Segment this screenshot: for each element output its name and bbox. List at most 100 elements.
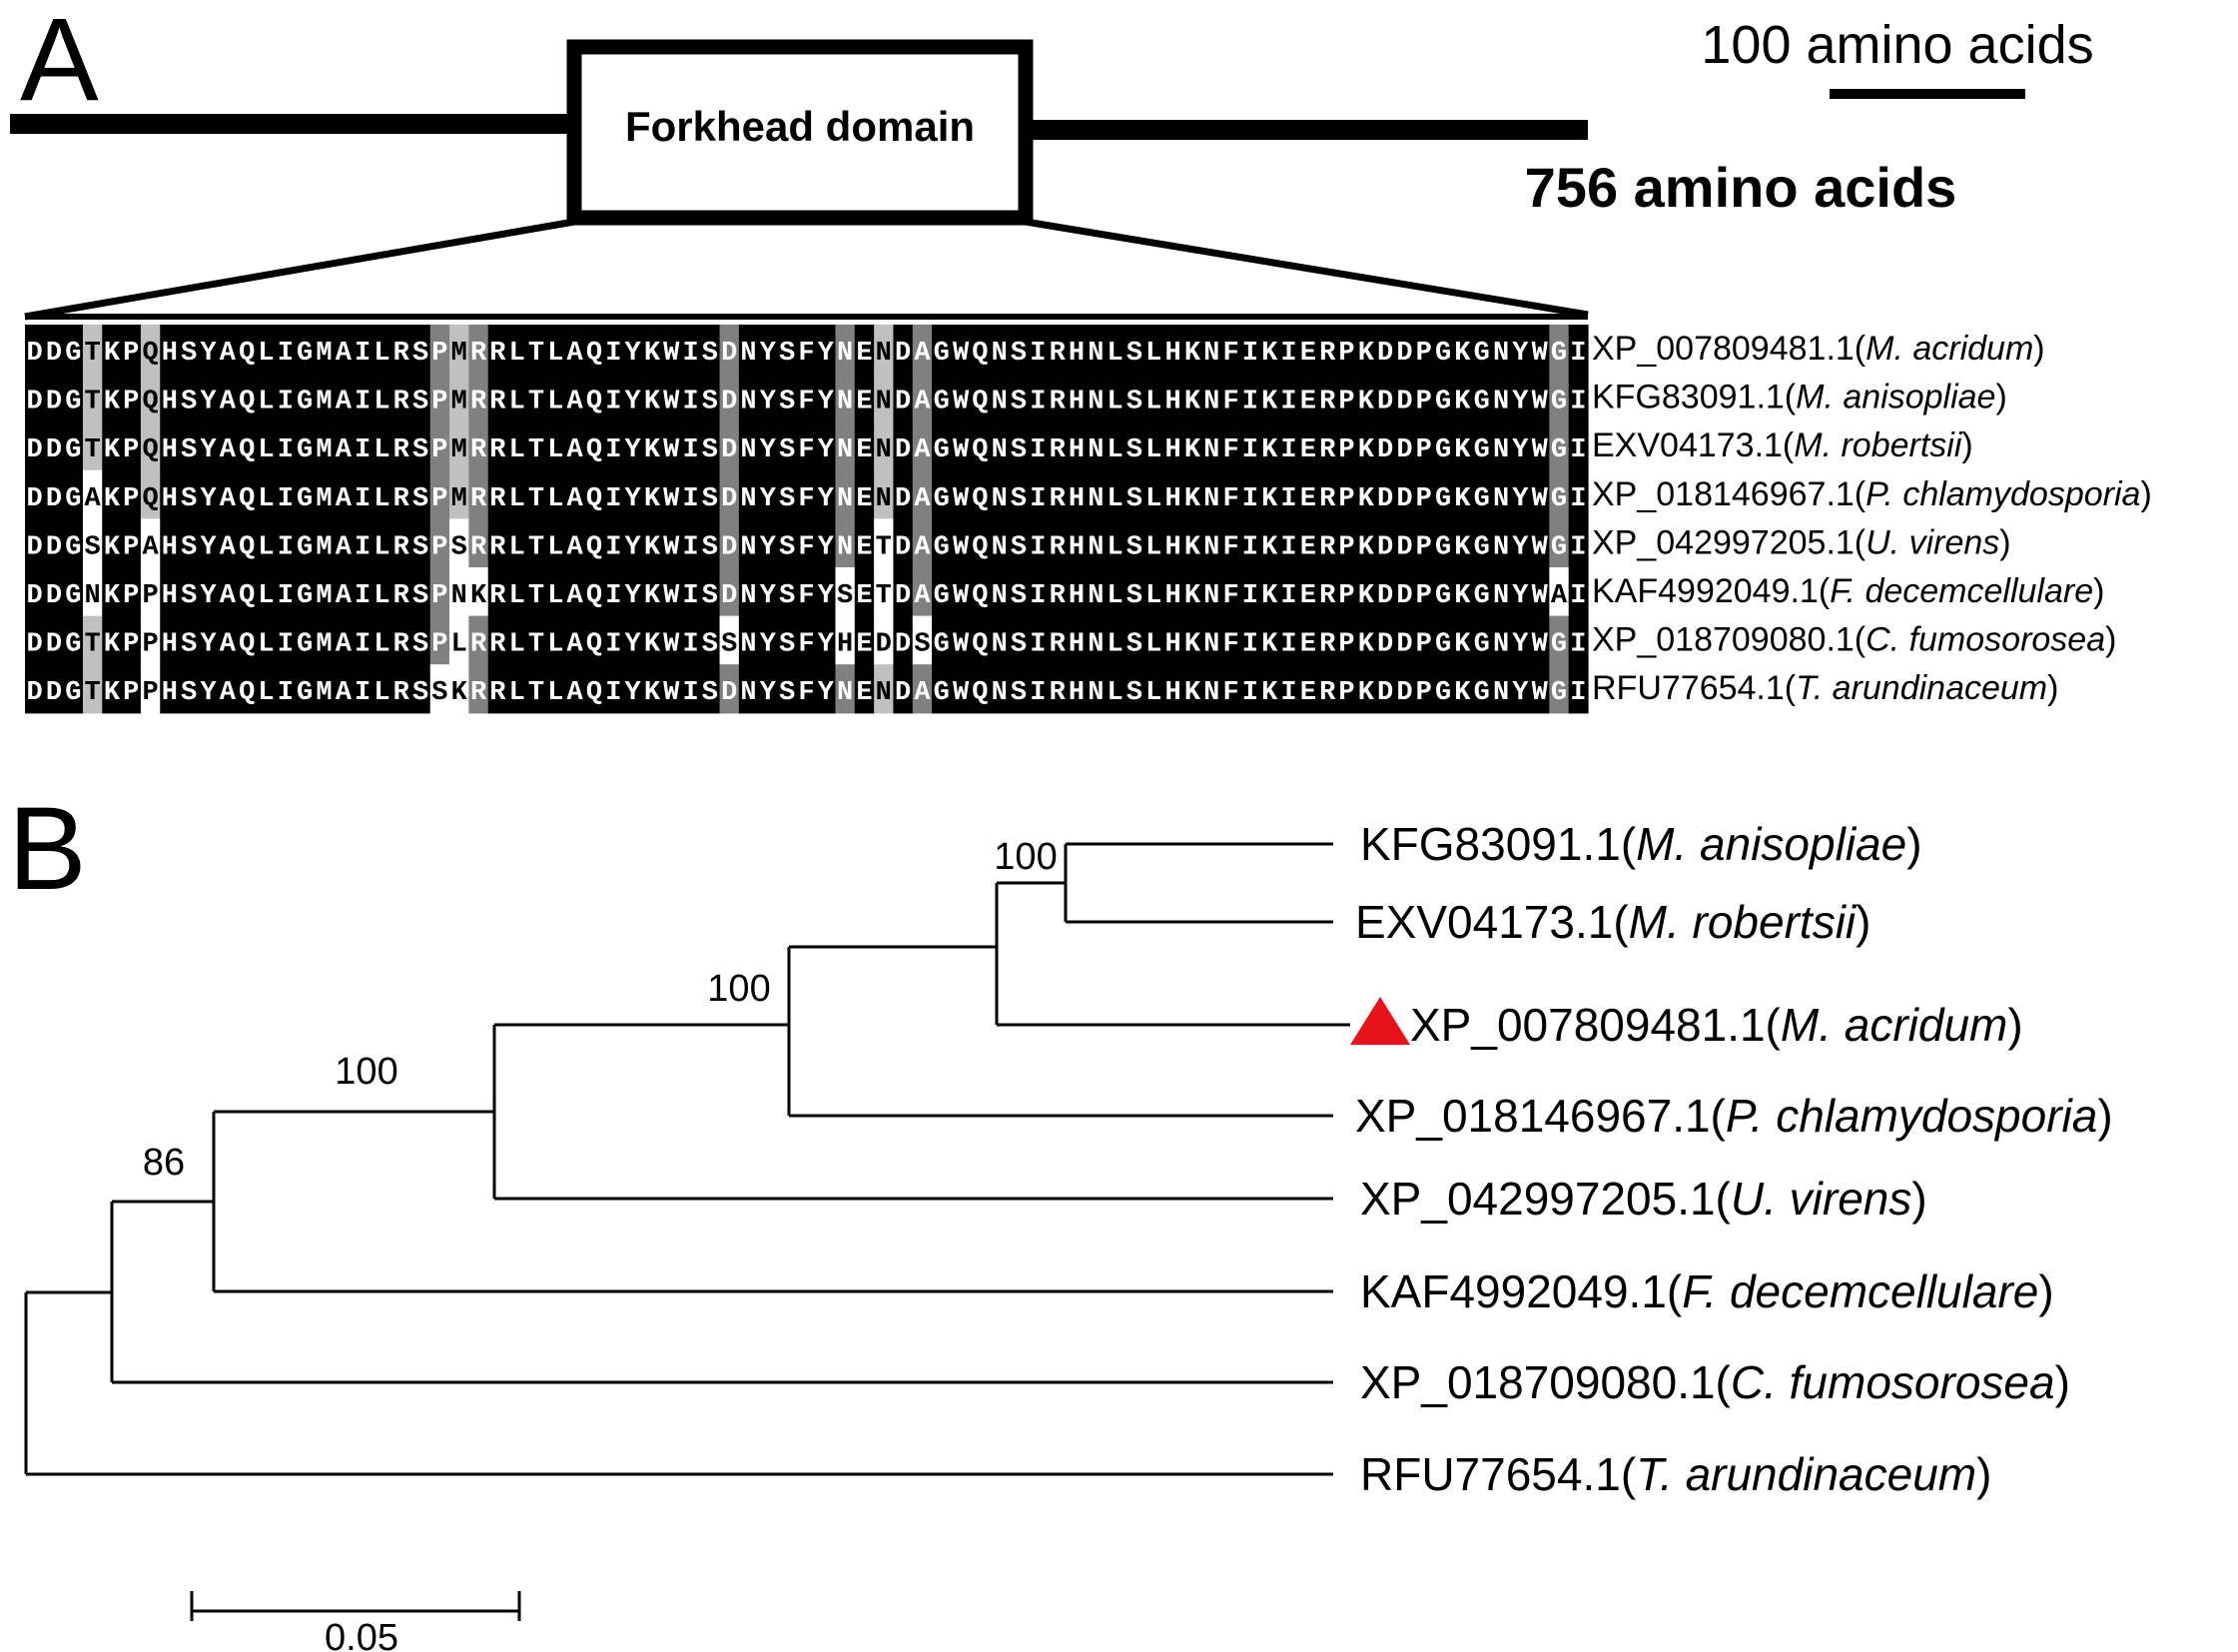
alignment-residue: N [992,581,1008,611]
alignment-residue: A [336,630,353,660]
alignment-cell-bg [1356,567,1377,617]
alignment-residue: A [220,581,237,611]
alignment-residue: Y [625,581,642,611]
alignment-cell-bg [1568,518,1589,568]
alignment-residue: I [605,532,621,562]
alignment-residue: Y [818,339,835,369]
alignment-residue: E [856,678,872,708]
alignment-residue: G [1551,435,1567,465]
alignment-cell-bg [1549,325,1570,375]
alignment-cell-bg [276,373,297,422]
alignment-cell-bg [700,518,721,568]
alignment-residue: K [1358,630,1375,660]
alignment-residue: N [1203,435,1219,465]
alignment-cell-bg [160,518,181,568]
alignment-cell-bg [951,469,972,519]
alignment-residue: D [895,388,911,417]
alignment-cell-bg [391,325,412,375]
alignment-cell-bg [1086,373,1107,422]
alignment-cell-bg [44,664,65,714]
alignment-cell-bg [140,664,161,714]
alignment-residue: Q [239,339,255,369]
alignment-residue: G [1551,630,1567,660]
alignment-cell-bg [1220,469,1241,519]
alignment-cell-bg [622,615,643,665]
alignment-residue: Y [200,581,217,611]
alignment-residue: G [65,581,81,611]
alignment-residue: F [1222,678,1238,708]
alignment-residue: S [779,339,795,369]
alignment-residue: R [1319,532,1336,562]
alignment-residue: S [779,630,795,660]
alignment-cell-bg [1143,469,1164,519]
alignment-residue: S [1126,435,1142,465]
alignment-residue: K [104,581,121,611]
alignment-residue: G [65,339,81,369]
alignment-cell-bg [951,421,972,471]
bootstrap-metarhizium-inner: 100 [994,836,1057,878]
alignment-cell-bg [372,518,392,568]
protein-line-right [1029,120,1588,140]
alignment-row-label: KFG83091.1(M. anisopliae) [1592,379,2007,416]
alignment-residue: Q [142,388,158,417]
alignment-cell-bg [1067,469,1088,519]
alignment-residue: N [992,339,1008,369]
alignment-cell-bg [893,469,914,519]
alignment-cell-bg [796,615,817,665]
alignment-residue: N [992,388,1008,417]
alignment-residue: T [85,388,101,417]
alignment-cell-bg [334,518,355,568]
alignment-cell-bg [1028,567,1049,617]
alignment-residue: D [1396,532,1412,562]
alignment-residue: I [605,581,621,611]
alignment-residue: L [509,435,525,465]
alignment-residue: W [663,532,680,562]
alignment-cell-bg [951,615,972,665]
alignment-residue: I [1030,581,1046,611]
alignment-residue: Y [760,435,777,465]
alignment-residue: E [1300,339,1316,369]
alignment-cell-bg [1220,615,1241,665]
alignment-residue: A [336,532,353,562]
alignment-residue: N [1088,532,1104,562]
alignment-cell-bg [179,664,200,714]
alignment-cell-bg [564,518,585,568]
alignment-residue: G [297,388,313,417]
alignment-residue: R [489,339,506,369]
alignment-residue: H [1164,435,1180,465]
alignment-residue: R [489,484,506,514]
alignment-cell-bg [25,469,45,519]
alignment-residue: Y [200,630,217,660]
alignment-cell-bg [661,567,682,617]
alignment-cell-bg [642,518,663,568]
alignment-cell-bg [1105,373,1125,422]
alignment-residue: N [1088,339,1104,369]
alignment-cell-bg [990,469,1010,519]
alignment-residue: R [1050,388,1067,417]
alignment-residue: R [1050,435,1067,465]
alignment-cell-bg [1298,518,1319,568]
alignment-cell-bg [44,469,65,519]
alignment-cell-bg [1298,567,1319,617]
alignment-residue: G [1474,581,1490,611]
alignment-residue: P [1338,630,1354,660]
alignment-residue: I [1242,630,1258,660]
alignment-cell-bg [738,518,759,568]
alignment-residue: Y [1512,581,1529,611]
alignment-cell-bg [334,373,355,422]
alignment-residue: T [876,532,892,562]
alignment-cell-bg [237,664,258,714]
alignment-cell-bg [584,469,605,519]
alignment-residue: Y [818,532,835,562]
alignment-residue: H [1164,484,1180,514]
alignment-residue: P [431,435,447,465]
alignment-residue: Q [586,435,602,465]
alignment-residue: K [104,435,121,465]
alignment-cell-bg [738,664,759,714]
alignment-residue: I [1030,435,1046,465]
alignment-cell-bg [758,469,779,519]
alignment-residue: N [740,678,756,708]
alignment-cell-bg [719,373,740,422]
alignment-cell-bg [372,615,392,665]
alignment-residue: Y [625,339,642,369]
